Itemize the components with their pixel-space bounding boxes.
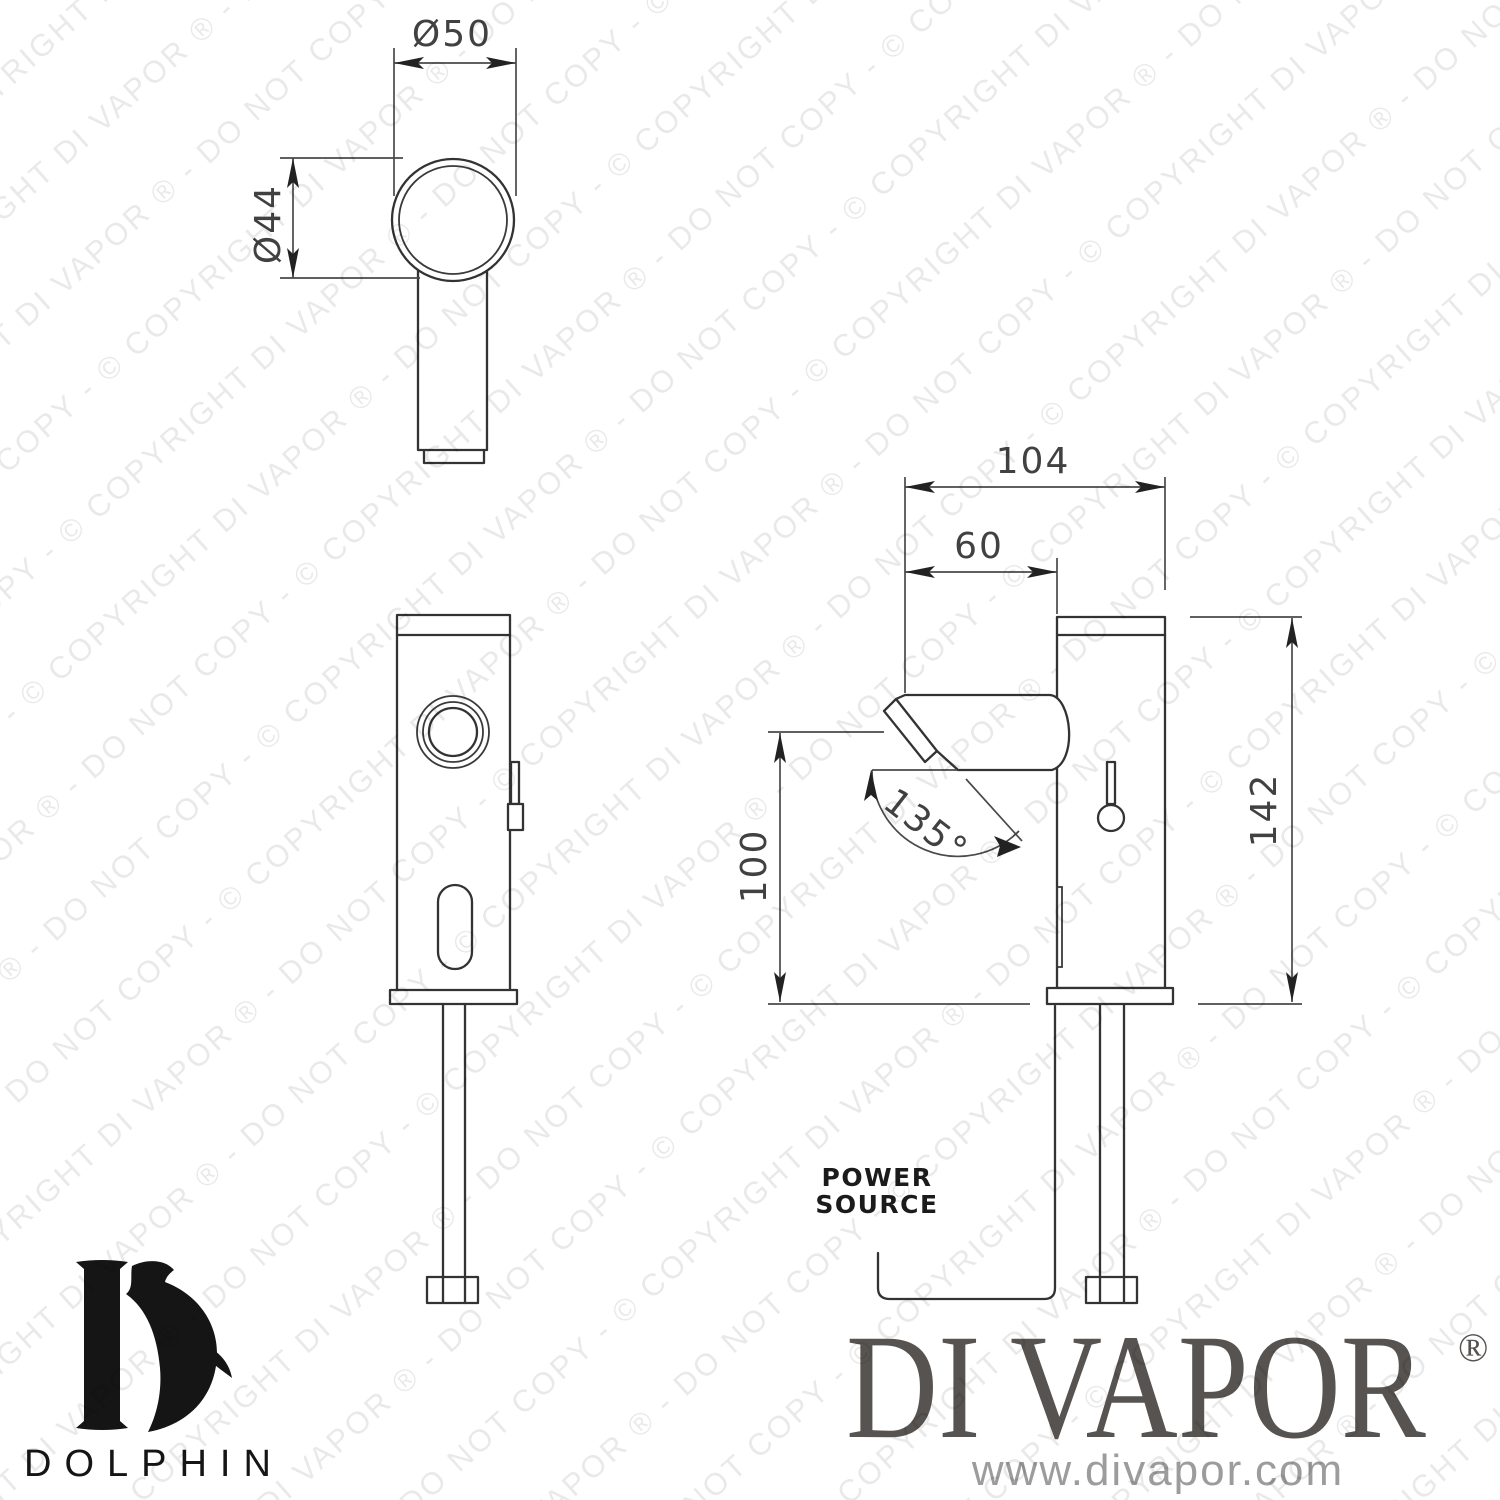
plan-body-inner-circle	[398, 165, 508, 275]
side-body	[1055, 615, 1167, 990]
dim-label-dia44: Ø44	[248, 184, 289, 264]
dolphin-fin	[207, 1348, 232, 1378]
divapor-website: www.divapor.com	[971, 1446, 1345, 1495]
power-cable	[876, 1004, 1057, 1301]
view-front	[388, 613, 525, 1305]
front-threaded-rod	[441, 1002, 467, 1279]
dimension-dia50: Ø50	[393, 14, 517, 196]
front-sensor-window	[436, 883, 474, 971]
dolphin-icon	[126, 1261, 218, 1432]
power-source-line2: SOURCE	[815, 1190, 938, 1219]
plan-body-outer-circle	[390, 157, 516, 283]
dimension-angle-135: 135°	[864, 769, 1023, 872]
side-threaded-rod	[1098, 1002, 1126, 1279]
dimension-142: 142	[1190, 616, 1302, 1002]
side-mounting-nut	[1084, 1275, 1139, 1305]
side-base-plate	[1045, 986, 1175, 1006]
dolphin-wordmark: DOLPHIN	[24, 1443, 284, 1485]
dimension-60: 60	[905, 526, 1058, 614]
front-mounting-nut	[425, 1275, 480, 1305]
dimension-104: 104	[904, 441, 1166, 693]
front-body	[395, 613, 512, 994]
plan-spout-tube	[416, 246, 489, 465]
dolphin-d-icon	[76, 1260, 232, 1432]
dim-label-dia50: Ø50	[412, 14, 492, 55]
front-temperature-lever	[506, 760, 525, 832]
dim-label-135: 135°	[876, 781, 976, 872]
divapor-wordmark: DI VAPOR	[846, 1304, 1426, 1470]
dimension-dia44: Ø44	[248, 157, 420, 279]
dolphin-d-stem	[76, 1260, 128, 1430]
dim-label-142: 142	[1244, 773, 1285, 848]
power-source-label: POWER SOURCE	[815, 1163, 938, 1219]
front-spout-ring-mid	[422, 701, 484, 763]
view-side: 104 60 142 100	[734, 441, 1302, 1305]
dimension-100: 100	[734, 731, 884, 1002]
side-temperature-lever	[1096, 760, 1126, 833]
dim-label-104: 104	[996, 441, 1071, 482]
side-spout-aerator-line	[894, 697, 939, 753]
front-spout-ring-inner	[427, 706, 479, 758]
dim-label-60: 60	[954, 526, 1004, 567]
divapor-registered-mark: ®	[1458, 1325, 1489, 1370]
side-spout	[882, 693, 1071, 772]
front-base-plate	[388, 988, 519, 1006]
side-sensor-edge	[1056, 886, 1063, 968]
dolphin-logo	[60, 1256, 260, 1441]
power-source-line1: POWER	[822, 1163, 933, 1192]
dim-label-100: 100	[734, 829, 775, 904]
view-plan: Ø50 Ø44	[248, 14, 517, 465]
front-spout-ring-outer	[416, 695, 490, 769]
